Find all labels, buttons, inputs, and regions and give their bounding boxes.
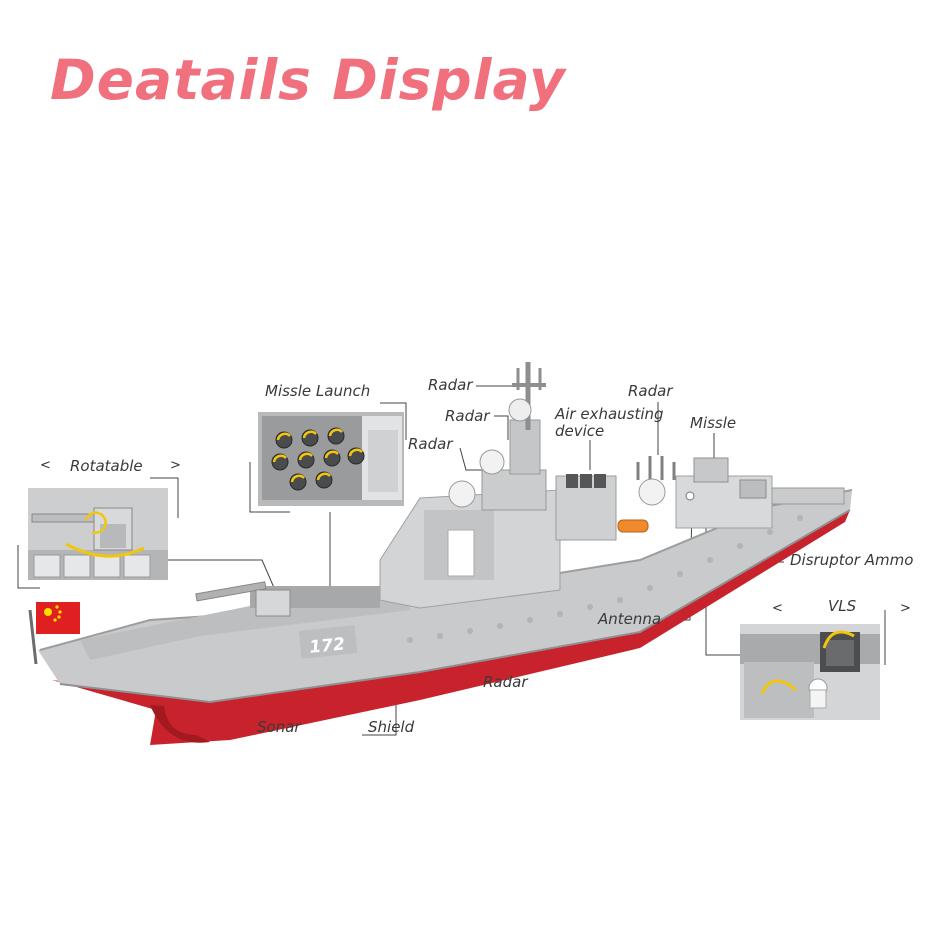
next-arrow-rotatable: > xyxy=(170,458,181,473)
callout-disruptor-ammo: Disruptor Ammo xyxy=(790,551,914,569)
ship-model: 172 xyxy=(28,362,853,745)
callout-antenna: Antenna xyxy=(598,610,662,628)
callout-vls: VLS xyxy=(828,597,857,615)
inset-missile-launch xyxy=(258,412,404,506)
callout-air-exhausting-line2: device xyxy=(555,422,605,440)
callout-air-exhausting-line1: Air exhausting xyxy=(555,405,664,423)
prev-arrow-rotatable: < xyxy=(40,458,51,473)
callout-radar-top: Radar xyxy=(428,376,473,394)
callout-shield: Shield xyxy=(368,718,415,736)
callout-radar-left: Radar xyxy=(408,435,453,453)
callout-sonar: Sonar xyxy=(257,718,301,736)
callout-radar-right: Radar xyxy=(628,382,673,400)
callout-radar-bottom: Radar xyxy=(483,673,528,691)
callout-missle: Missle xyxy=(690,414,737,432)
callout-missle-launch: Missle Launch xyxy=(265,382,371,400)
callout-rotatable: Rotatable xyxy=(70,457,143,475)
inset-rotatable-gun xyxy=(28,488,168,580)
hull-number: 172 xyxy=(308,634,345,658)
inset-vls xyxy=(740,624,880,720)
next-arrow-vls: > xyxy=(900,601,911,616)
callout-radar-second: Radar xyxy=(445,407,490,425)
prev-arrow-vls: < xyxy=(772,601,783,616)
headline: Deatails Display xyxy=(50,48,566,112)
